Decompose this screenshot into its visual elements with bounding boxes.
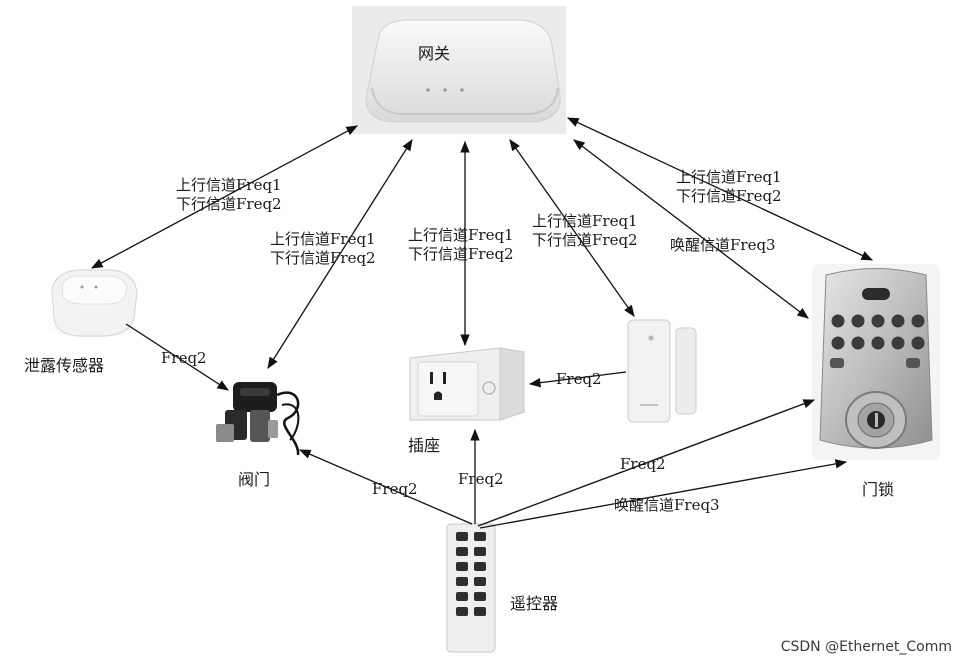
watermark: CSDN @Ethernet_Comm — [780, 639, 952, 655]
freq2-label-leak-valve: Freq2 — [161, 349, 207, 367]
leak-sensor-device — [38, 269, 142, 340]
wake-label-gateway-lock: 唤醒信道Freq3 — [670, 236, 776, 254]
freq2-label-remote-valve: Freq2 — [372, 480, 418, 498]
valve-label: 阀门 — [238, 470, 271, 489]
arrow-gateway-valve — [267, 139, 413, 369]
gateway-label: 网关 — [418, 44, 451, 63]
valve-device — [216, 382, 300, 456]
door-sensor-device — [627, 319, 697, 423]
arrow-leak-sensor-valve — [125, 323, 229, 391]
wake-label-remote-lock: 唤醒信道Freq3 — [614, 496, 720, 514]
arrow-gateway-lock-wake — [573, 139, 809, 319]
freq2-label-remote-lock: Freq2 — [620, 455, 666, 473]
arrow-remote-lock-freq2 — [477, 399, 816, 527]
arrow-remote-lock-wake — [479, 459, 848, 529]
gateway-device — [352, 6, 566, 134]
arrow-door-sensor-plug — [528, 371, 627, 388]
remote-device — [446, 523, 496, 653]
plug-device — [409, 347, 525, 421]
arrow-remote-valve — [298, 449, 473, 525]
leak-sensor-label: 泄露传感器 — [24, 356, 105, 375]
plug-label: 插座 — [408, 436, 441, 455]
door-lock-label: 门锁 — [862, 480, 895, 499]
remote-label: 遥控器 — [510, 594, 559, 613]
freq2-label-remote-plug: Freq2 — [458, 470, 504, 488]
door-lock-device — [812, 264, 940, 460]
freq2-label-door-plug: Freq2 — [556, 370, 602, 388]
